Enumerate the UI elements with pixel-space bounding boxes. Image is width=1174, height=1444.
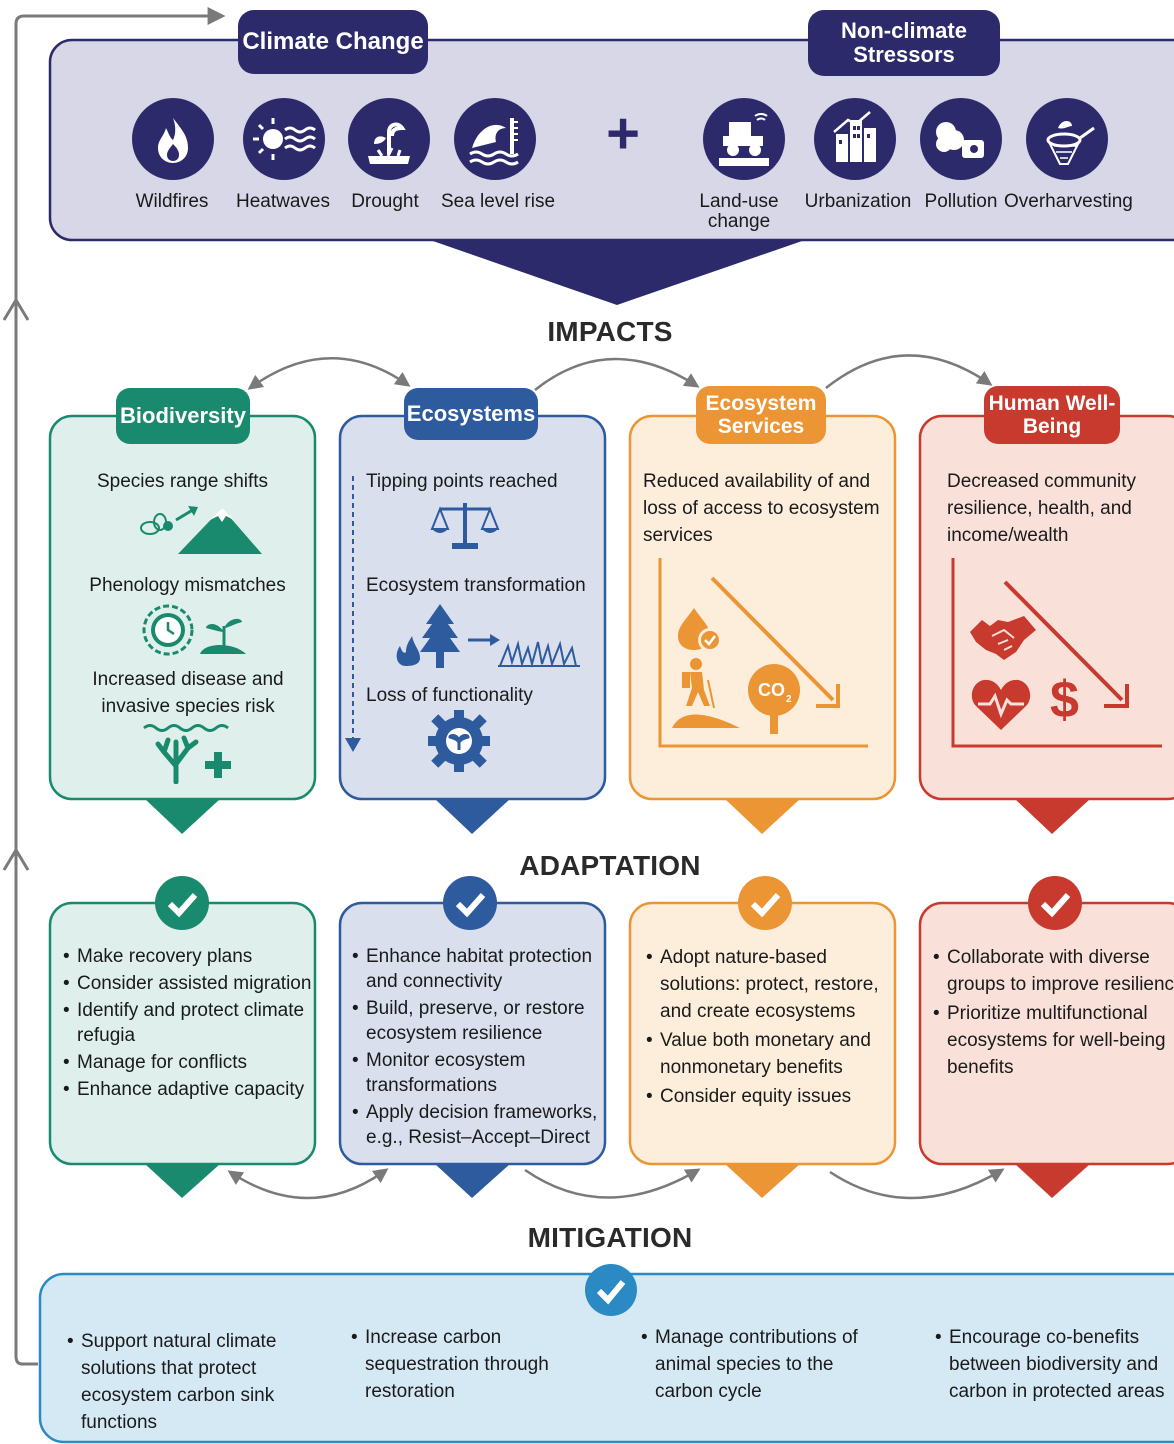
overharvesting-label: Overharvesting [1004, 191, 1133, 212]
non-climate-stressors-tab: Non-climate Stressors [808, 10, 1000, 76]
dollar-icon: $ [1050, 671, 1079, 729]
list-item: Encourage co-benefits between biodiversi… [935, 1324, 1174, 1405]
list-item: Identify and protect climate refugia [63, 998, 325, 1048]
list-item: Collaborate with diverse groups to impro… [933, 944, 1174, 998]
heart-pulse-icon [971, 679, 1031, 730]
co2-label: CO [758, 680, 785, 700]
services-decline-chart [658, 558, 868, 748]
adapt-list-human: Collaborate with diverse groups to impro… [931, 944, 1174, 1083]
range-shift-icon [140, 506, 262, 554]
transformation-icon [396, 604, 580, 668]
heatwave-icon [243, 98, 325, 180]
list-item: Manage contributions of animal species t… [641, 1324, 890, 1405]
climate-change-tab: Climate Change [238, 10, 428, 74]
list-item: Build, preserve, or restore ecosystem re… [352, 996, 614, 1046]
heatwaves-label: Heatwaves [236, 191, 330, 212]
urbanization-icon [814, 98, 896, 180]
ecosystem-transformation-text: Ecosystem transformation [366, 575, 586, 596]
list-item: Make recovery plans [63, 944, 325, 969]
handshake-icon [970, 616, 1036, 660]
human-impact-text: Decreased community resilience, health, … [947, 471, 1137, 546]
adapt-connector-3 [829, 1168, 1005, 1200]
pollution-icon [920, 98, 1002, 180]
feedback-arrowhead-lower [2, 847, 30, 871]
check-icon-biodiversity [155, 876, 209, 930]
svg-text:2: 2 [786, 694, 792, 705]
check-icon-mitigation [585, 1264, 637, 1316]
mitigation-list-1: Support natural climate solutions that p… [65, 1328, 306, 1438]
list-item: Adopt nature-based solutions: protect, r… [646, 944, 900, 1025]
species-range-shifts-text: Species range shifts [96, 471, 269, 492]
adapt-list-ecosystems: Enhance habitat protection and connectiv… [350, 944, 614, 1152]
sea-level-rise-label: Sea level rise [440, 191, 556, 212]
adapt-list-biodiversity: Make recovery plans Consider assisted mi… [61, 944, 325, 1104]
mitigation-title: MITIGATION [527, 1222, 693, 1253]
sea-level-rise-icon [454, 98, 536, 180]
land-use-change-label: Land-use change [699, 191, 779, 232]
stressors-down-arrow [430, 240, 805, 305]
list-item: Enhance habitat protection and connectiv… [352, 944, 614, 994]
feedback-arrowhead-upper [2, 297, 30, 321]
disease-invasive-text: Increased disease and invasive species r… [92, 669, 284, 717]
list-item: Support natural climate solutions that p… [67, 1328, 306, 1436]
services-impact-text: Reduced availability of and loss of acce… [643, 471, 880, 546]
check-icon-human [1028, 876, 1082, 930]
hiker-icon [672, 658, 740, 728]
water-drop-icon [678, 608, 722, 652]
land-use-change-icon [703, 98, 785, 180]
impacts-title: IMPACTS [547, 316, 673, 347]
overharvesting-icon [1026, 98, 1108, 180]
gear-icon [428, 710, 490, 772]
connector-bio-eco [247, 357, 411, 390]
tab-human-well-being: Human Well-Being [984, 386, 1120, 444]
adapt-connector-1 [227, 1168, 389, 1200]
feedback-loop-arrow [14, 7, 226, 1366]
scales-icon [430, 503, 500, 549]
list-item: Consider assisted migration [63, 971, 325, 996]
connector-eco-services [534, 357, 700, 391]
drought-label: Drought [351, 191, 419, 212]
mitigation-list-2: Increase carbon sequestration through re… [349, 1324, 590, 1407]
loss-of-functionality-text: Loss of functionality [366, 685, 533, 706]
list-item: Prioritize multifunctional ecosystems fo… [933, 1000, 1174, 1081]
list-item: Consider equity issues [646, 1083, 900, 1110]
human-decline-chart [951, 558, 1162, 748]
mitigation-list-3: Manage contributions of animal species t… [639, 1324, 890, 1407]
urbanization-label: Urbanization [804, 191, 912, 212]
adapt-list-services: Adopt nature-based solutions: protect, r… [644, 944, 900, 1112]
phenology-icon [142, 604, 246, 656]
tab-ecosystem-services: Ecosystem Services [696, 386, 826, 444]
tab-biodiversity: Biodiversity [116, 388, 250, 444]
tipping-points-text: Tipping points reached [366, 471, 558, 492]
check-icon-services [738, 876, 792, 930]
phenology-mismatches-text: Phenology mismatches [89, 575, 286, 596]
wildfires-label: Wildfires [135, 191, 209, 212]
list-item: Increase carbon sequestration through re… [351, 1324, 590, 1405]
tab-ecosystems: Ecosystems [404, 388, 538, 440]
list-item: Enhance adaptive capacity [63, 1077, 325, 1102]
coral-disease-icon [143, 724, 231, 784]
connector-services-human [825, 354, 993, 389]
check-icon-ecosystems [443, 876, 497, 930]
list-item: Value both monetary and nonmonetary bene… [646, 1027, 900, 1081]
pollution-label: Pollution [924, 191, 998, 212]
list-item: Apply decision frameworks, e.g., Resist–… [352, 1100, 614, 1150]
adapt-connector-2 [524, 1168, 701, 1199]
wildfire-icon [132, 98, 214, 180]
plus-sign: + [606, 101, 640, 166]
list-item: Manage for conflicts [63, 1050, 325, 1075]
drought-icon [348, 98, 430, 180]
list-item: Monitor ecosystem transformations [352, 1048, 614, 1098]
mitigation-list-4: Encourage co-benefits between biodiversi… [933, 1324, 1174, 1407]
adaptation-title: ADAPTATION [519, 850, 701, 881]
